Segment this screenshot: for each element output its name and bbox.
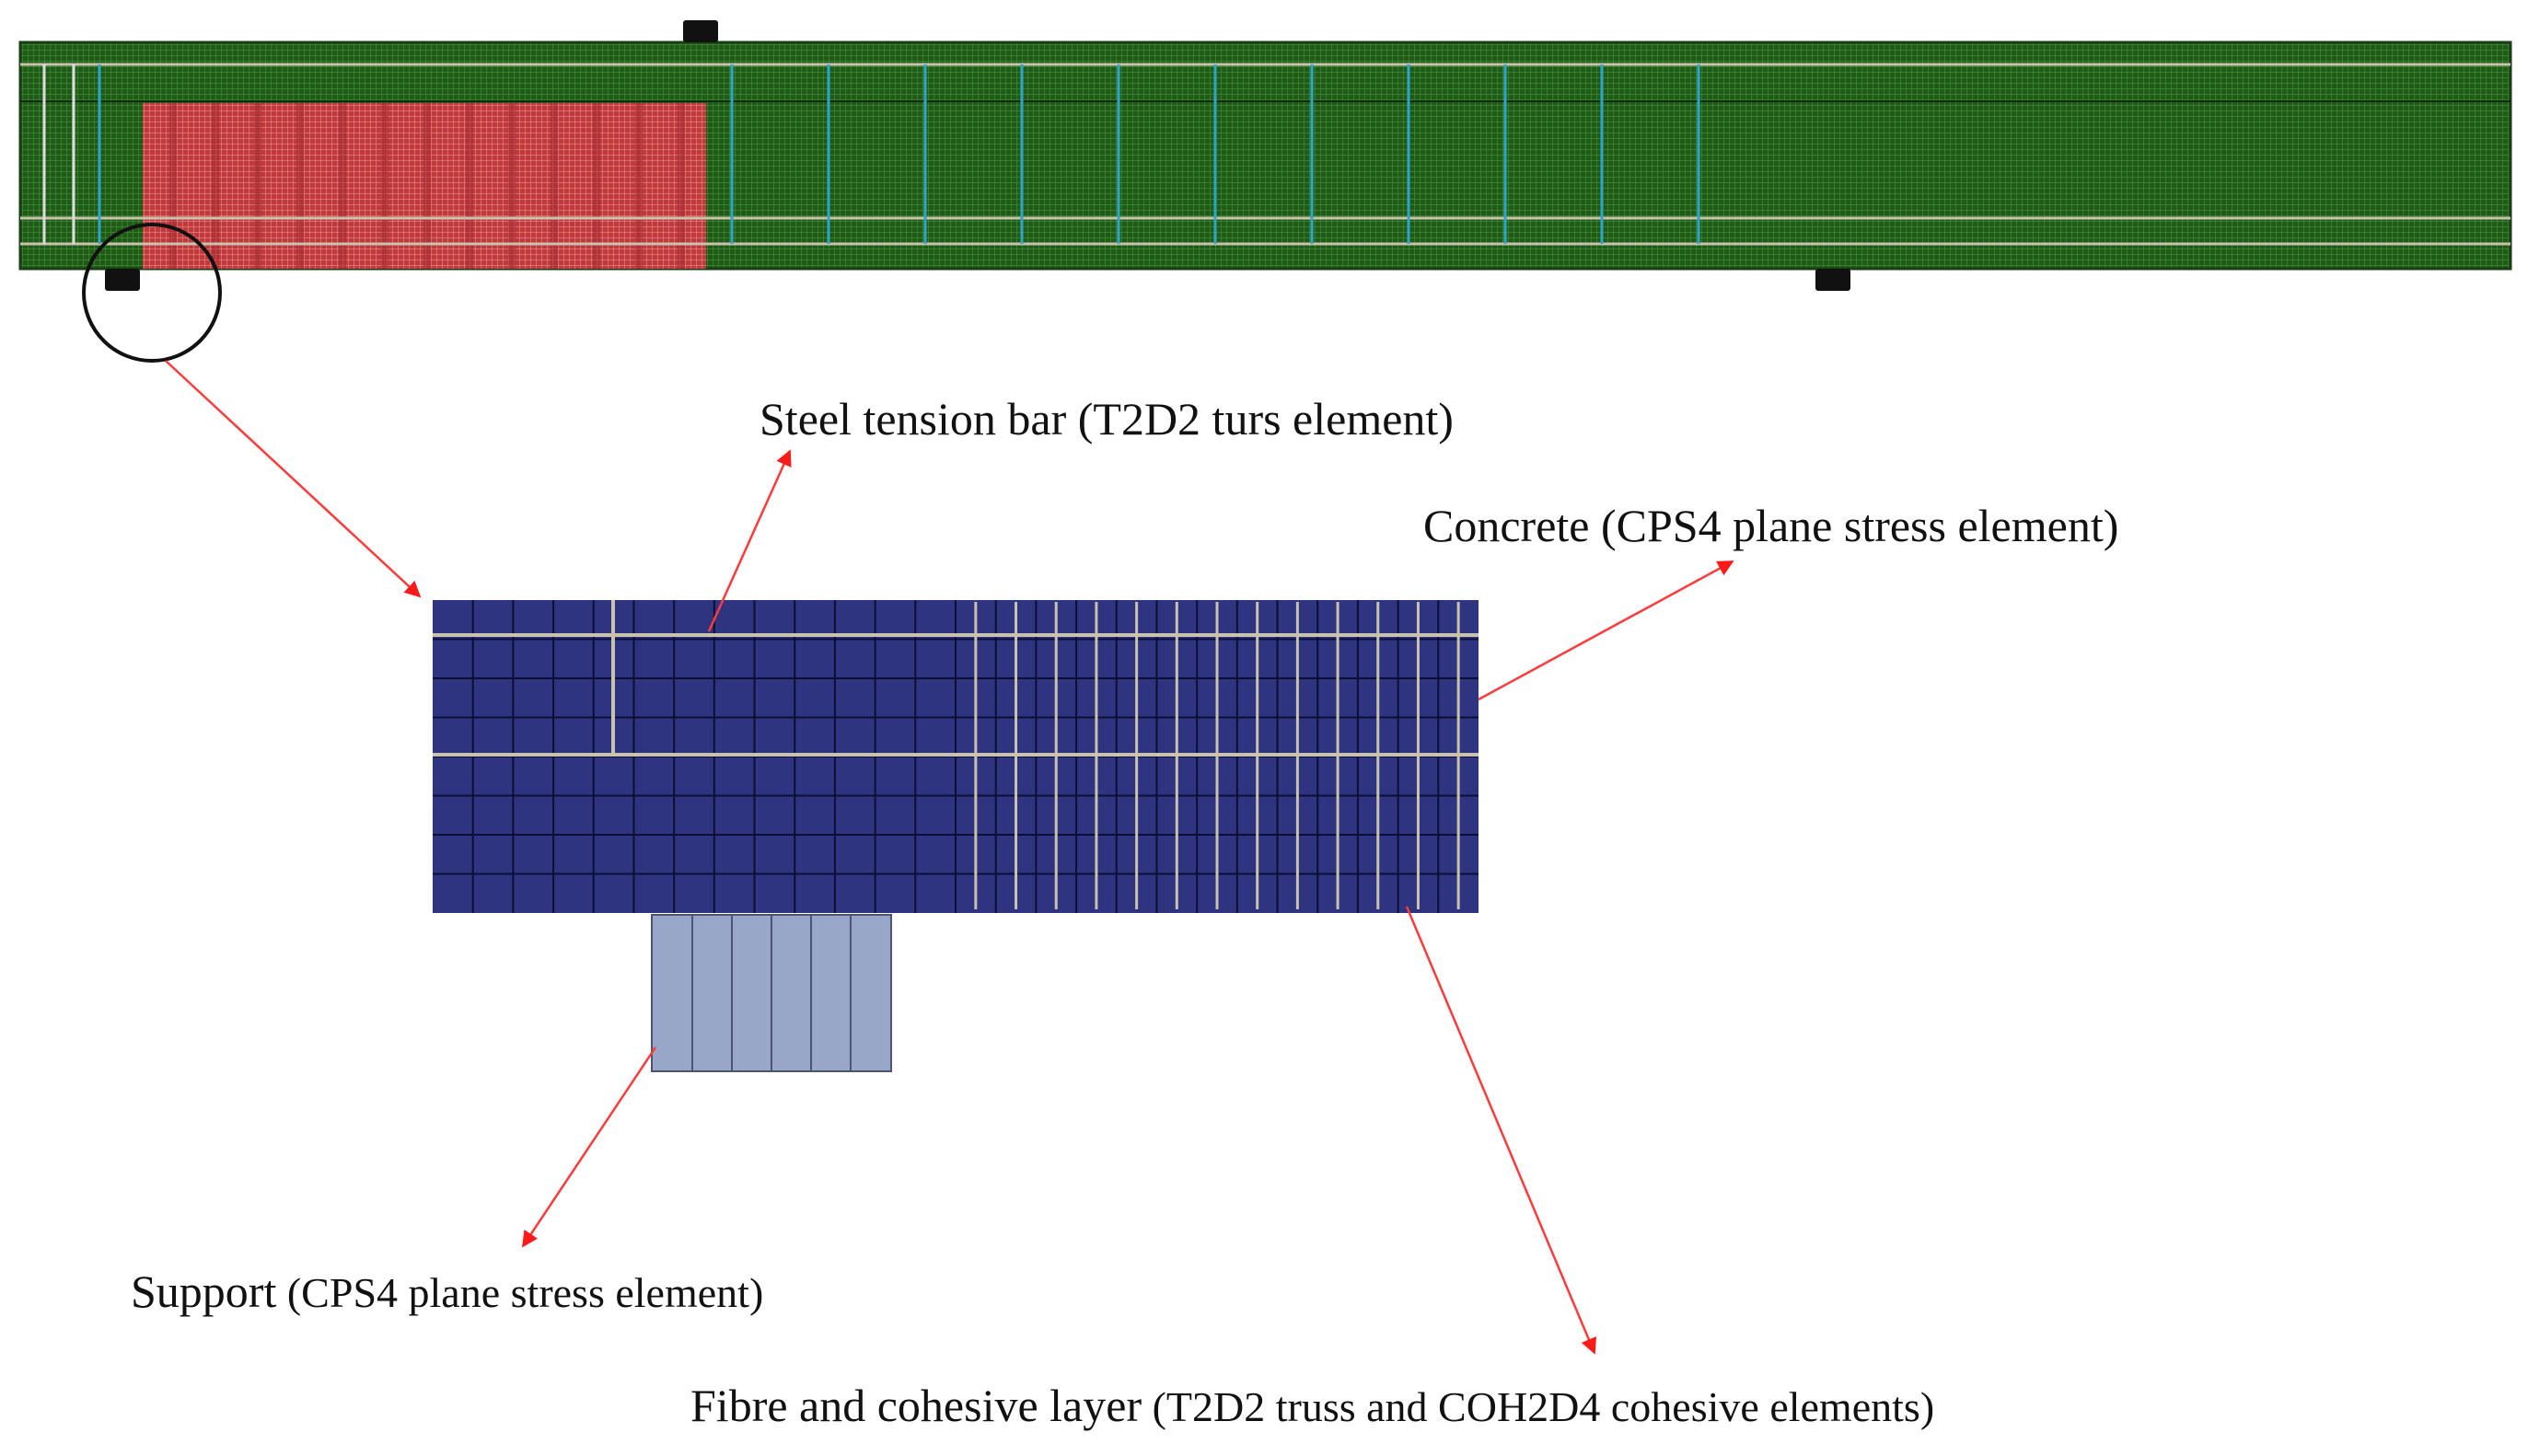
beam-left-support	[105, 269, 140, 291]
detail-callout-circle	[82, 223, 222, 363]
leader-arrows	[165, 360, 1734, 1355]
beam-model	[18, 20, 2512, 363]
steel-bar-arrow	[707, 449, 792, 632]
support-label-main: Support	[131, 1265, 276, 1317]
fibre-label-sub: (T2D2 truss and COH2D4 cohesive elements…	[1142, 1383, 1934, 1430]
detail-support-mesh	[691, 915, 852, 1071]
beam-load-plate	[683, 20, 718, 42]
beam-stirrups	[98, 64, 1700, 244]
concrete-arrow	[1478, 560, 1734, 701]
fibre-label: Fibre and cohesive layer (T2D2 truss and…	[690, 1380, 1934, 1431]
beam-fibre-region-stripes	[143, 103, 706, 269]
callout-arrow	[165, 360, 422, 598]
fibre-arrow	[1405, 906, 1596, 1355]
steel-bar-label: Steel tension bar (T2D2 turs element)	[760, 393, 1454, 445]
support-arrow	[521, 1046, 657, 1248]
fibre-label-main: Fibre and cohesive layer	[690, 1380, 1142, 1431]
support-label: Support (CPS4 plane stress element)	[131, 1265, 763, 1317]
beam-right-support	[1815, 269, 1850, 291]
concrete-label: Concrete (CPS4 plane stress element)	[1423, 500, 2118, 551]
beam-end-bars	[42, 64, 75, 244]
beam-longitudinal-bars	[20, 63, 2511, 246]
support-label-sub: (CPS4 plane stress element)	[276, 1269, 763, 1316]
detail-model	[433, 600, 1479, 1072]
